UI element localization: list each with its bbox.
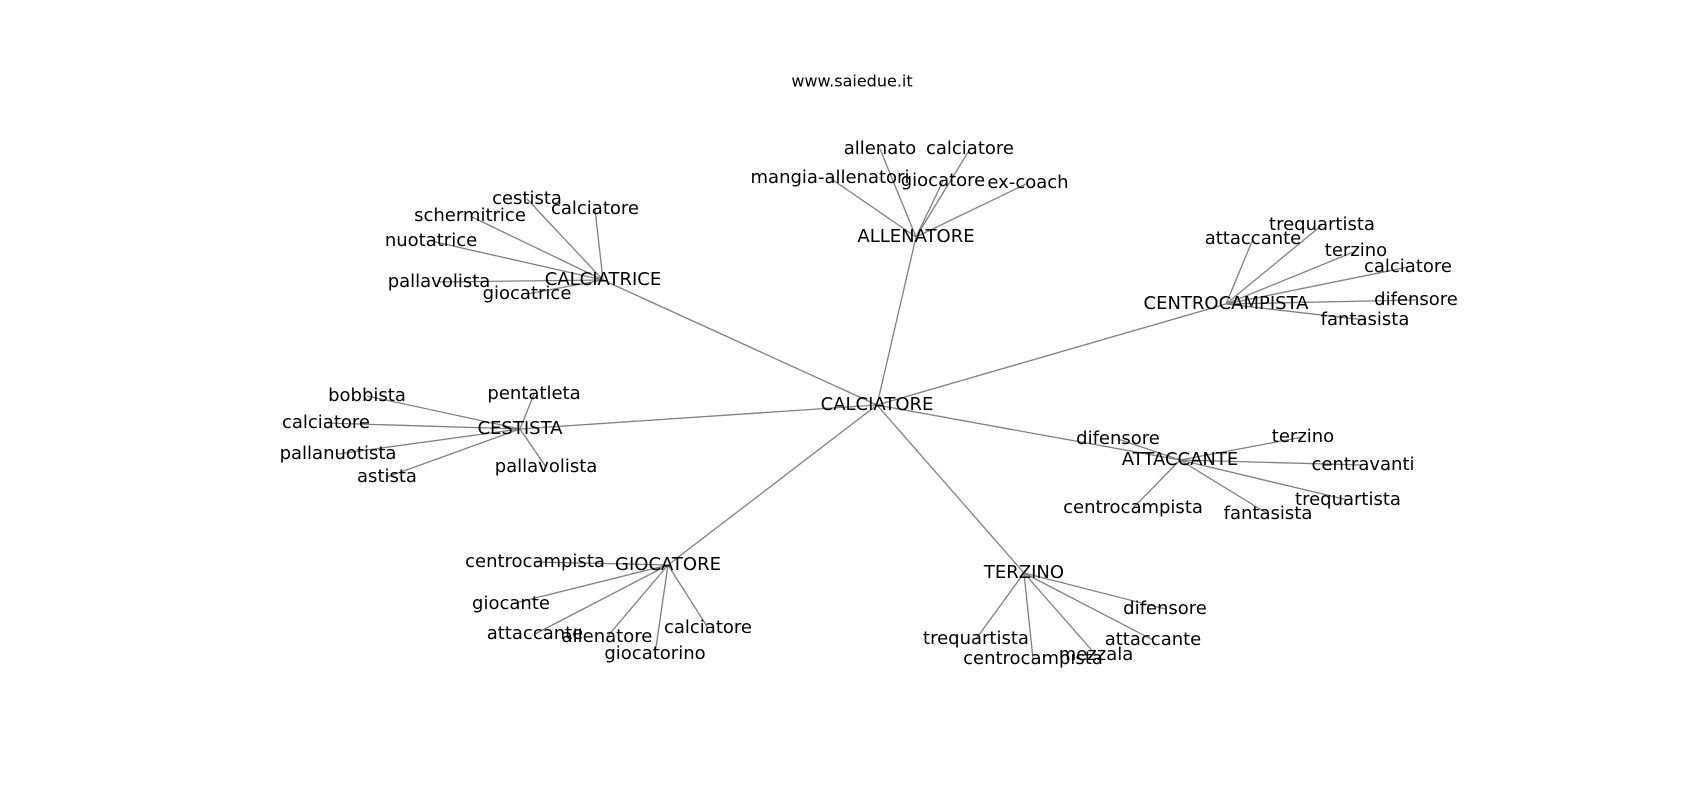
leaf-node-label: giocatrice <box>483 283 572 304</box>
leaf-node-label: centrocampista <box>963 648 1103 669</box>
leaf-node-label: allenatore <box>562 626 653 647</box>
edges-layer <box>325 148 1417 660</box>
leaf-node-label: trequartista <box>923 628 1029 649</box>
edge-cestista_hub-leaf-3 <box>337 428 521 455</box>
edge-cestista_hub-leaf-1 <box>519 393 535 430</box>
leaf-node-label: allenato <box>844 138 917 159</box>
edge-allenatore_hub-leaf-0 <box>829 177 917 238</box>
hub-node-label: GIOCATORE <box>615 554 721 575</box>
edge-terzino_hub-leaf-3 <box>1023 572 1097 656</box>
hub-node-label: CENTROCAMPISTA <box>1144 293 1310 314</box>
hub-node-label: ATTACCANTE <box>1122 449 1238 470</box>
edge-centrocampista_hub-leaf-1 <box>1225 224 1323 305</box>
edge-centrocampista_hub-leaf-4 <box>1225 299 1417 305</box>
edge-calciatrice_hub-leaf-3 <box>430 240 604 281</box>
edge-calciatrice_hub-leaf-2 <box>469 215 604 281</box>
edge-allenatore_hub-leaf-4 <box>915 182 1029 238</box>
edge-centrocampista_hub-leaf-2 <box>1225 250 1357 305</box>
edge-giocatore_hub-leaf-4 <box>667 564 709 629</box>
leaf-node-label: astista <box>357 466 417 487</box>
leaf-node-label: attaccante <box>487 623 584 644</box>
leaf-node-label: difensore <box>1374 289 1458 310</box>
edge-center-giocatore_hub <box>667 404 878 566</box>
leaf-node-label: terzino <box>1272 426 1334 447</box>
leaf-node-label: pallavolista <box>388 271 491 292</box>
leaf-node-label: calciatore <box>551 198 639 219</box>
leaf-node-label: calciatore <box>664 617 752 638</box>
leaf-node-label: bobbista <box>328 385 406 406</box>
leaf-node-label: giocatore <box>901 170 986 191</box>
edge-allenatore_hub-leaf-2 <box>915 148 971 238</box>
leaf-node-label: centravanti <box>1311 454 1414 475</box>
edge-giocatore_hub-leaf-0 <box>534 561 669 566</box>
site-title: www.saiedue.it <box>791 72 912 91</box>
leaf-node-label: pallavolista <box>495 456 598 477</box>
leaf-node-label: nuotatrice <box>385 230 477 251</box>
center-node-label: CALCIATORE <box>821 394 934 415</box>
edge-centrocampista_hub-leaf-3 <box>1225 266 1409 305</box>
edge-center-allenatore_hub <box>876 236 917 406</box>
edge-terzino_hub-leaf-2 <box>1023 572 1034 660</box>
leaf-node-label: attaccante <box>1205 228 1302 249</box>
leaf-node-label: difensore <box>1076 428 1160 449</box>
edge-giocatore_hub-leaf-5 <box>654 564 669 655</box>
edge-cestista_hub-leaf-0 <box>366 395 521 430</box>
edge-allenatore_hub-leaf-3 <box>915 180 944 238</box>
edge-giocatore_hub-leaf-3 <box>606 564 669 638</box>
edge-calciatrice_hub-leaf-4 <box>438 279 604 283</box>
leaf-node-label: giocatorino <box>604 643 705 664</box>
edge-terzino_hub-leaf-0 <box>1023 572 1166 610</box>
labels-layer: www.saiedue.it CALCIATORE ALLENATORE mangi… <box>280 72 1458 670</box>
leaf-node-label: fantasista <box>1321 309 1410 330</box>
edge-calciatrice_hub-leaf-5 <box>526 279 604 295</box>
edge-center-centrocampista_hub <box>876 303 1227 406</box>
leaf-node-label: centrocampista <box>465 551 605 572</box>
edge-giocatore_hub-leaf-2 <box>534 564 669 635</box>
leaf-node-label: centrocampista <box>1063 497 1203 518</box>
edge-center-attaccante_hub <box>876 404 1181 461</box>
edge-terzino_hub-leaf-1 <box>975 572 1025 640</box>
leaf-node-label: trequartista <box>1295 489 1401 510</box>
leaf-node-label: fantasista <box>1224 503 1313 524</box>
edge-giocatore_hub-leaf-1 <box>510 564 669 605</box>
edge-cestista_hub-leaf-4 <box>386 428 521 478</box>
edge-allenatore_hub-leaf-1 <box>879 148 917 238</box>
leaf-node-label: calciatore <box>282 412 370 433</box>
leaf-node-label: cestista <box>492 188 562 209</box>
edge-attaccante_hub-leaf-3 <box>1132 459 1181 509</box>
hub-node-label: CESTISTA <box>477 418 563 439</box>
leaf-node-label: mangia-allenatori <box>751 167 910 188</box>
leaf-node-label: attaccante <box>1105 629 1202 650</box>
hub-node-label: ALLENATORE <box>857 226 974 247</box>
leaf-node-label: mezzala <box>1059 644 1134 665</box>
edge-calciatrice_hub-leaf-0 <box>526 198 604 281</box>
leaf-node-label: calciatore <box>926 138 1014 159</box>
leaf-node-label: calciatore <box>1364 256 1452 277</box>
leaf-node-label: terzino <box>1325 240 1387 261</box>
edge-cestista_hub-leaf-2 <box>325 422 521 430</box>
edge-centrocampista_hub-leaf-0 <box>1225 238 1254 305</box>
edge-cestista_hub-leaf-5 <box>519 428 547 468</box>
edge-terzino_hub-leaf-4 <box>1023 572 1154 641</box>
edge-attaccante_hub-leaf-5 <box>1179 459 1349 501</box>
edge-attaccante_hub-leaf-4 <box>1179 459 1269 515</box>
edge-attaccante_hub-leaf-1 <box>1179 436 1304 461</box>
leaf-node-label: schermitrice <box>414 205 526 226</box>
edge-center-calciatrice_hub <box>602 279 878 406</box>
leaf-node-label: giocante <box>472 593 550 614</box>
edge-calciatrice_hub-leaf-1 <box>594 208 604 281</box>
edge-attaccante_hub-leaf-0 <box>1117 438 1181 461</box>
edge-attaccante_hub-leaf-2 <box>1179 459 1364 466</box>
hub-node-label: TERZINO <box>983 562 1064 583</box>
edge-center-terzino_hub <box>876 404 1025 574</box>
leaf-node-label: pentatleta <box>487 383 580 404</box>
hub-node-label: CALCIATRICE <box>545 269 661 290</box>
leaf-node-label: ex-coach <box>987 172 1068 193</box>
edge-center-cestista_hub <box>519 404 878 430</box>
leaf-node-label: pallanuotista <box>280 443 397 464</box>
leaf-node-label: difensore <box>1123 598 1207 619</box>
edge-centrocampista_hub-leaf-5 <box>1225 303 1366 321</box>
leaf-node-label: trequartista <box>1269 214 1375 235</box>
